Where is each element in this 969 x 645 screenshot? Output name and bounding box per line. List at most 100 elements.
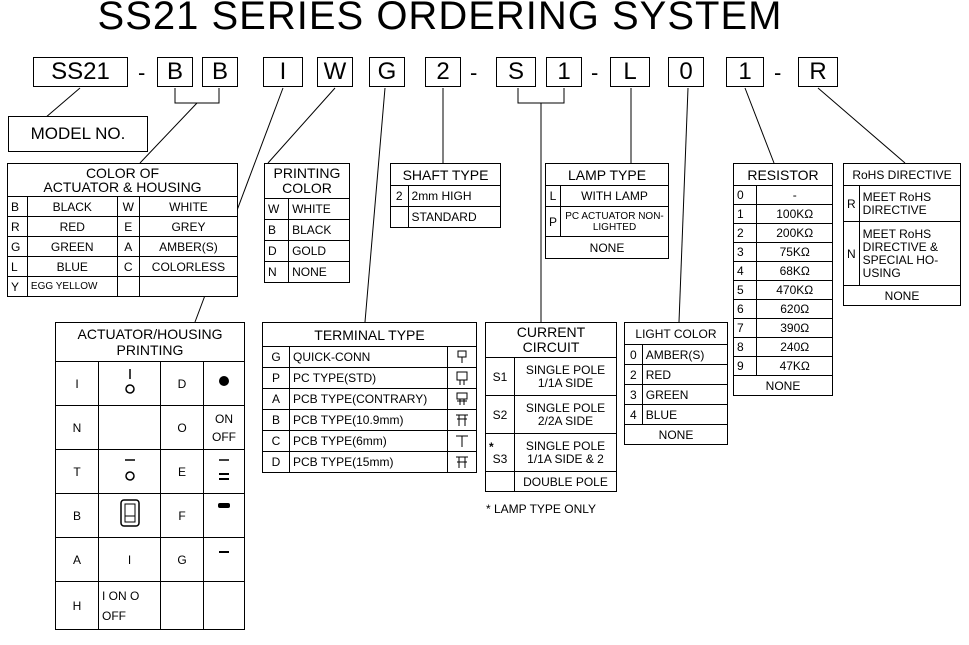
- color-code: A: [116, 236, 140, 257]
- terminal-code: D: [262, 451, 290, 473]
- code-actuator-color: B: [157, 57, 193, 87]
- rohs-desc: MEET RoHS DIRECTIVE: [858, 185, 962, 222]
- terminal-code: P: [262, 367, 290, 389]
- current-circuit-title-1: CURRENT: [516, 324, 586, 340]
- actuator-printing-title-2: PRINTING: [116, 342, 184, 358]
- terminal-icon-cell: [447, 409, 477, 431]
- light-code: 2: [624, 364, 643, 385]
- code-dash: -: [591, 60, 599, 85]
- dash-icon: [219, 551, 229, 553]
- symbol-on-off: ON OFF: [203, 405, 245, 450]
- code-circuit-s: S: [496, 57, 536, 87]
- circuit-desc: DOUBLE POLE: [514, 471, 617, 492]
- code-light-color: 0: [668, 57, 704, 87]
- printing-symbol: [98, 405, 161, 450]
- lamp-desc: PC ACTUATOR NON-LIGHTED: [560, 206, 669, 237]
- filled-dot-icon: [219, 376, 229, 386]
- terminal-code: G: [262, 346, 290, 368]
- color-code: R: [7, 216, 28, 237]
- resistor-title: RESISTOR: [733, 163, 833, 186]
- resistor-value: 47KΩ: [756, 356, 833, 376]
- color-code: W: [116, 196, 140, 217]
- code-dash: -: [774, 60, 782, 85]
- terminal-desc: PCB TYPE(10.9mm): [289, 409, 448, 431]
- printing-color-code: N: [263, 261, 290, 283]
- terminal-desc: PCB TYPE(CONTRARY): [289, 388, 448, 410]
- printing-code: G: [160, 537, 204, 582]
- lamp-desc: WITH LAMP: [560, 185, 669, 207]
- symbol-rocker: [98, 493, 161, 538]
- pc-type-icon: [456, 371, 468, 385]
- shaft-code: [390, 206, 409, 228]
- color-code: B: [7, 196, 28, 217]
- color-name: GREEN: [26, 236, 118, 257]
- printing-code: I: [55, 361, 99, 406]
- terminal-icon-cell: [447, 430, 477, 452]
- printing-code: E: [160, 449, 204, 494]
- printing-code: D: [160, 361, 204, 406]
- color-name: RED: [26, 216, 118, 237]
- shaft-desc: STANDARD: [407, 206, 502, 228]
- rohs-desc: MEET RoHS DIRECTIVE & SPECIAL HO-USING: [858, 221, 962, 286]
- shaft-code: 2: [390, 185, 409, 207]
- code-dash: -: [470, 60, 478, 85]
- resistor-code: 0: [732, 185, 758, 205]
- color-code: G: [7, 236, 28, 257]
- resistor-code: 7: [732, 318, 758, 338]
- resistor-code: 9: [732, 356, 758, 376]
- resistor-code: 4: [732, 261, 758, 281]
- printing-code: N: [55, 405, 99, 450]
- actuator-printing-table: ACTUATOR/HOUSING PRINTING I D N O ON OFF…: [55, 322, 245, 630]
- code-rohs: R: [798, 57, 838, 87]
- printing-code: F: [160, 493, 204, 538]
- rohs-title: RoHS DIRECTIVE: [843, 163, 961, 186]
- quick-conn-icon: [457, 350, 467, 363]
- printing-color-title-2: COLOR: [282, 180, 332, 196]
- code-model: SS21: [33, 57, 128, 87]
- code-resistor: 1: [726, 57, 764, 87]
- shaft-type-title: SHAFT TYPE: [390, 163, 501, 186]
- light-code: 0: [624, 344, 643, 365]
- symbol-bar: [203, 493, 245, 538]
- color-name: BLACK: [26, 196, 118, 217]
- circuit-code: S3: [492, 451, 508, 466]
- printing-color-code: W: [263, 198, 290, 220]
- light-code: 3: [624, 384, 643, 405]
- symbol-dash: [203, 537, 245, 582]
- rocker-icon: [119, 499, 140, 527]
- resistor-code: 8: [732, 337, 758, 357]
- circuit-code: S2: [485, 395, 515, 434]
- circuit-code: [485, 471, 515, 492]
- color-code: L: [7, 256, 28, 277]
- printing-code: A: [55, 537, 99, 582]
- terminal-desc: QUICK-CONN: [289, 346, 448, 368]
- printing-symbol: [203, 581, 245, 630]
- color-name: GREY: [138, 216, 239, 237]
- shaft-desc: 2mm HIGH: [407, 185, 502, 207]
- resistor-code: 5: [732, 280, 758, 300]
- thick-bar-icon: [218, 503, 230, 508]
- lamp-code: L: [544, 185, 562, 207]
- printing-color-code: D: [263, 240, 290, 262]
- resistor-value: 75KΩ: [756, 242, 833, 262]
- color-name: COLORLESS: [138, 256, 239, 277]
- dash-o-icon: [124, 459, 135, 481]
- lamp-only-footnote: * LAMP TYPE ONLY: [486, 502, 597, 516]
- pcb-contrary-icon: [456, 392, 468, 405]
- lamp-none: NONE: [545, 236, 669, 259]
- light-none: NONE: [624, 424, 728, 445]
- resistor-value: 470KΩ: [756, 280, 833, 300]
- resistor-value: 620Ω: [756, 299, 833, 319]
- circuit-desc: SINGLE POLE 1/1A SIDE & 2: [514, 433, 617, 472]
- resistor-value: 200KΩ: [756, 223, 833, 243]
- dash-double-icon: [219, 459, 229, 480]
- color-code: Y: [7, 276, 28, 297]
- resistor-value: 68KΩ: [756, 261, 833, 281]
- color-code: [116, 276, 140, 297]
